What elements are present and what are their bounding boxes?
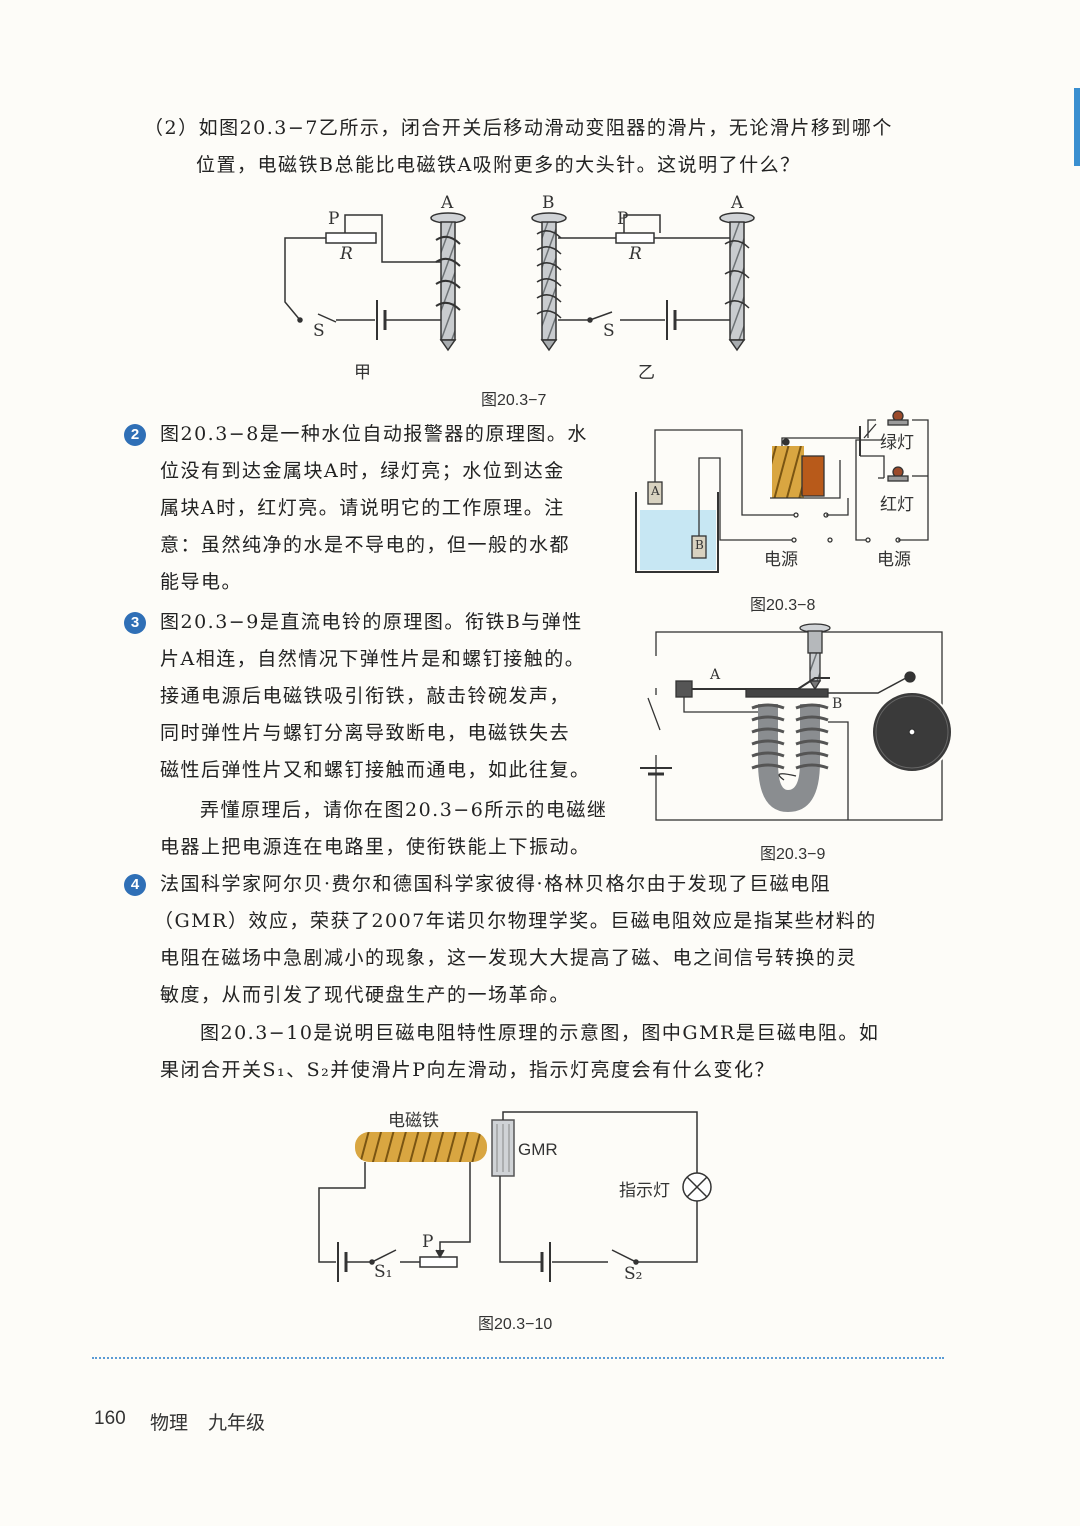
question-2-line-2: 位置，电磁铁B总能比电磁铁A吸附更多的大头针。这说明了什么？ <box>196 154 801 176</box>
fig10-switch-s2-label: S₂ <box>624 1264 643 1284</box>
item-2-line: 意：虽然纯净的水是不导电的，但一般的水都 <box>160 534 571 556</box>
item-3-line: 片A相连，自然情况下弹性片是和螺钉接触的。 <box>160 648 586 670</box>
fig8-red-lamp-label: 红灯 <box>880 495 914 515</box>
figure-20-3-7-right <box>531 212 755 352</box>
footer-grade: 九年级 <box>208 1412 266 1434</box>
fig7-right-label-a: A <box>731 193 744 213</box>
fig8-block-a-label: A <box>651 484 660 498</box>
item-4-line: 敏度，从而引发了现代硬盘生产的一场革命。 <box>160 984 571 1006</box>
fig7-left-label-r: R <box>340 244 353 264</box>
item-3-line: 电器上把电源连在电路里，使衔铁能上下振动。 <box>160 836 591 858</box>
figure-20-3-7-left <box>284 212 466 352</box>
item-3-line: 图20.3−9是直流电铃的原理图。衔铁B与弹性 <box>160 611 583 633</box>
fig9-label-b: B <box>832 696 843 712</box>
nail-b-right <box>531 212 567 352</box>
item-4-line: 法国科学家阿尔贝·费尔和德国科学家彼得·格林贝格尔由于发现了巨磁电阻 <box>160 873 832 895</box>
fig8-block-b-label: B <box>695 538 704 552</box>
fig7-caption: 图20.3−7 <box>481 392 547 409</box>
fig8-green-lamp-label: 绿灯 <box>880 433 914 453</box>
fig8-power-label-1: 电源 <box>764 550 798 570</box>
nail-a-right <box>719 212 755 352</box>
footer-divider <box>92 1357 944 1359</box>
fig9-label-a: A <box>710 667 721 683</box>
figure-20-3-9 <box>640 623 953 821</box>
question-2-line-1: （2）如图20.3−7乙所示，闭合开关后移动滑动变阻器的滑片，无论滑片移到哪个 <box>144 117 893 139</box>
fig7-right-sublabel: 乙 <box>638 363 655 383</box>
item-4-line: 图20.3−10是说明巨磁电阻特性原理的示意图，图中GMR是巨磁电阻。如 <box>200 1022 880 1044</box>
fig10-lamp-label: 指示灯 <box>619 1181 670 1201</box>
fig7-right-label-b: B <box>542 193 555 213</box>
fig7-right-label-r: R <box>629 244 642 264</box>
fig9-caption: 图20.3−9 <box>760 846 826 863</box>
item-3-line: 同时弹性片与螺钉分离导致断电，电磁铁失去 <box>160 722 571 744</box>
fig10-switch-s1-label: S₁ <box>374 1262 393 1282</box>
fig7-left-label-s: S <box>313 321 325 341</box>
item-4-line: 电阻在磁场中急剧减小的现象，这一发现大大提高了磁、电之间信号转换的灵 <box>160 947 858 969</box>
page-number: 160 <box>94 1408 126 1429</box>
item-3-number-badge: 3 <box>124 612 146 634</box>
page-edge-tab <box>1074 88 1080 166</box>
item-2-line: 图20.3−8是一种水位自动报警器的原理图。水 <box>160 423 588 445</box>
footer-subject: 物理 <box>150 1412 189 1434</box>
item-4-line: 果闭合开关S₁、S₂并使滑片P向左滑动，指示灯亮度会有什么变化？ <box>160 1059 776 1081</box>
figure-20-3-8 <box>635 410 929 573</box>
fig10-caption: 图20.3−10 <box>478 1316 553 1333</box>
item-4-number-badge: 4 <box>124 874 146 896</box>
fig8-caption: 图20.3−8 <box>750 597 816 614</box>
item-3-line: 弄懂原理后，请你在图20.3−6所示的电磁继 <box>200 799 608 821</box>
item-4-line: （GMR）效应，荣获了2007年诺贝尔物理学奖。巨磁电阻效应是指某些材料的 <box>154 910 877 932</box>
fig7-right-label-p: P <box>617 209 629 229</box>
item-3-line: 接通电源后电磁铁吸引衔铁，敲击铃碗发声， <box>160 685 571 707</box>
item-2-number-badge: 2 <box>124 424 146 446</box>
fig7-left-sublabel: 甲 <box>354 363 371 383</box>
fig7-left-label-a: A <box>441 193 454 213</box>
fig7-right-label-s: S <box>603 321 615 341</box>
figure-20-3-10 <box>318 1111 712 1282</box>
nail-a-left <box>430 212 466 352</box>
fig7-left-label-p: P <box>328 209 340 229</box>
item-2-line: 属块A时，红灯亮。请说明它的工作原理。注 <box>160 497 565 519</box>
fig10-electromagnet-label: 电磁铁 <box>388 1111 439 1131</box>
item-2-line: 能导电。 <box>160 571 243 593</box>
item-3-line: 磁性后弹性片又和螺钉接触而通电，如此往复。 <box>160 759 591 781</box>
fig8-power-label-2: 电源 <box>877 550 911 570</box>
item-2-line: 位没有到达金属块A时，绿灯亮；水位到达金 <box>160 460 565 482</box>
fig10-slider-p-label: P <box>422 1232 434 1252</box>
fig10-gmr-label: GMR <box>518 1140 558 1159</box>
